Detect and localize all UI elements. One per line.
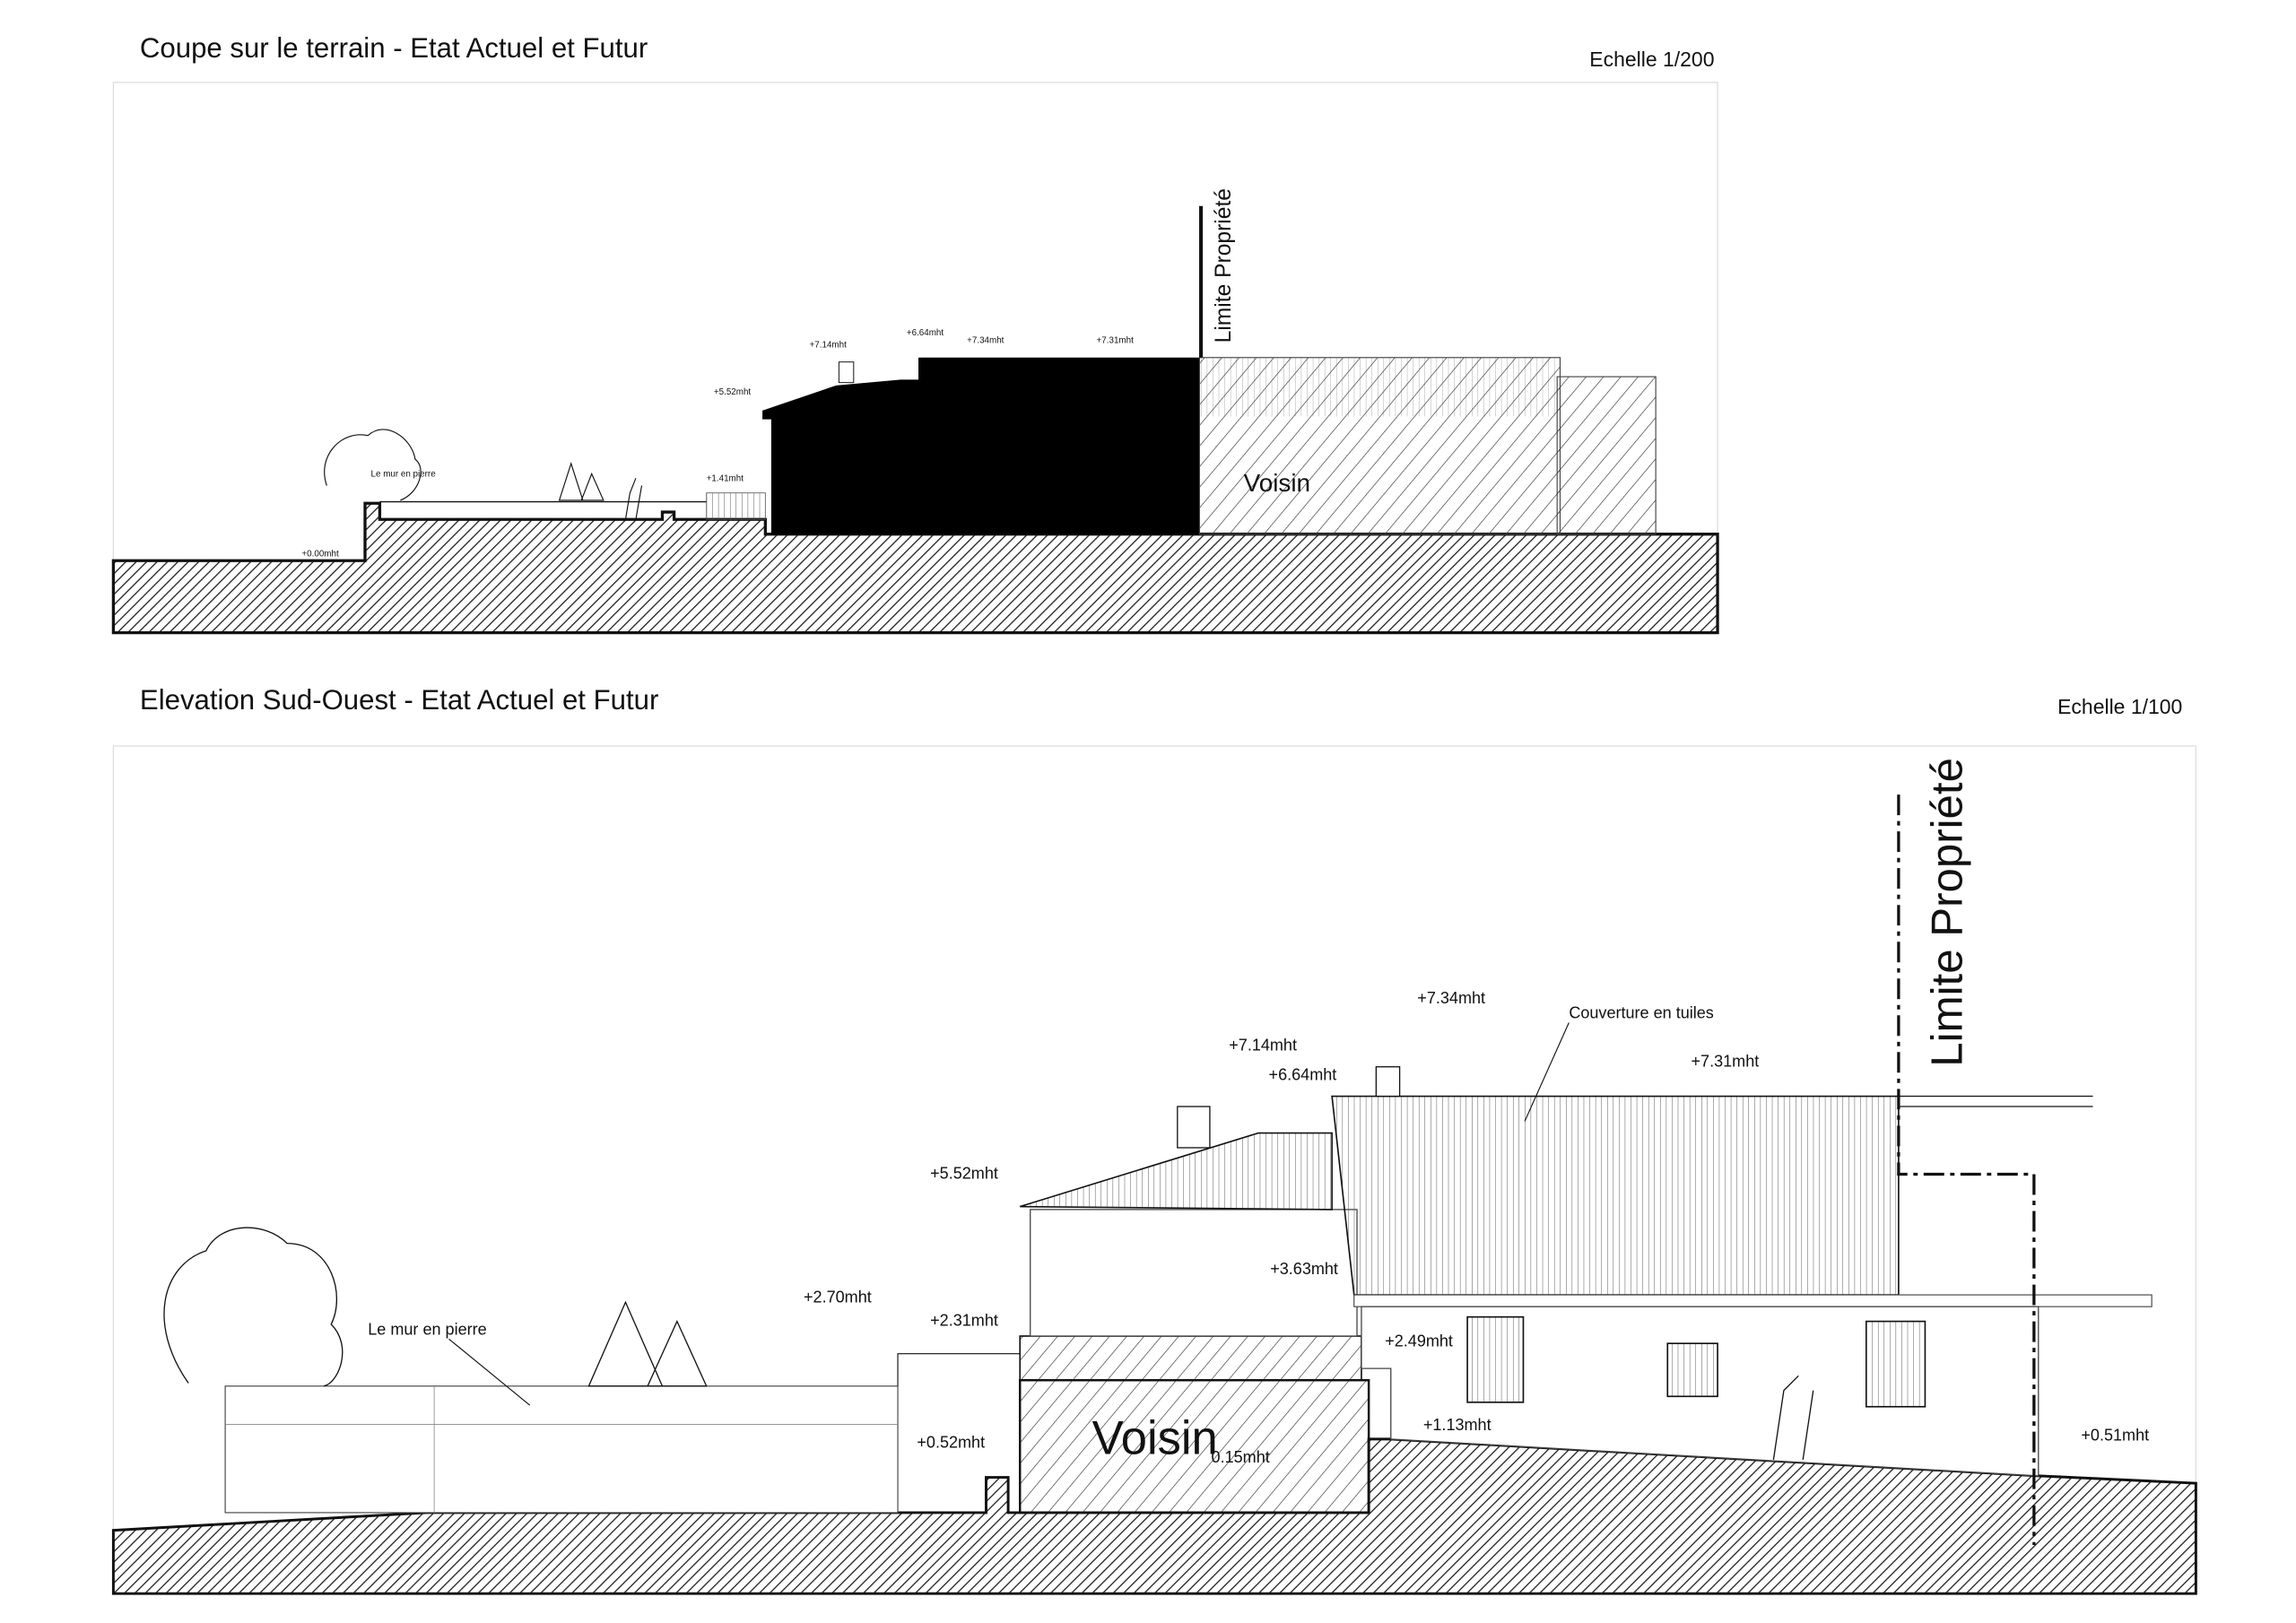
level-1-13: +1.13mht — [1423, 1416, 1492, 1434]
level-1-41: +1.41mht — [707, 474, 744, 484]
neighbor-label: Voisin — [1092, 1411, 1218, 1464]
neighbor-roof — [1199, 357, 1561, 417]
neighbor-roof — [1019, 1335, 1362, 1382]
section2-title: Elevation Sud-Ouest - Etat Actuel et Fut… — [140, 684, 658, 716]
gutter — [1353, 1294, 2152, 1307]
section1-title: Coupe sur le terrain - Etat Actuel et Fu… — [140, 32, 648, 64]
window[interactable] — [1666, 1342, 1718, 1398]
level-labels: +0.00mht +1.41mht +5.52mht +7.14mht +6.6… — [301, 328, 1134, 559]
wall-label: Le mur en pierre — [371, 470, 437, 480]
section-cross-section: Coupe sur le terrain - Etat Actuel et Fu… — [111, 32, 1719, 635]
level-2-31: +2.31mht — [930, 1312, 998, 1330]
level-0-00: +0.00mht — [301, 549, 339, 559]
window[interactable] — [1865, 1320, 1926, 1408]
pine-tree-icon — [587, 1300, 708, 1387]
level-7-31: +7.31mht — [1097, 335, 1135, 345]
level-7-14: +7.14mht — [810, 340, 848, 350]
people-icon — [624, 478, 643, 520]
chimney — [838, 361, 855, 384]
level-0-15: 0.15mht — [1212, 1448, 1270, 1466]
main-roof — [1331, 1095, 1900, 1296]
level-2-70: +2.70mht — [804, 1288, 872, 1306]
level-7-14: +7.14mht — [1229, 1037, 1297, 1055]
neighbor-label: Voisin — [1244, 469, 1310, 497]
terrace-ledge — [897, 1353, 1021, 1386]
level-0-51: +0.51mht — [2081, 1427, 2149, 1445]
level-7-34: +7.34mht — [1417, 989, 1485, 1007]
roof-covering-label: Couverture en tuiles — [1569, 1004, 1714, 1022]
level-3-63: +3.63mht — [1270, 1260, 1338, 1278]
wall-label: Le mur en pierre — [368, 1320, 486, 1338]
level-labels: +7.34mht Couverture en tuiles +7.14mht +… — [368, 989, 2149, 1466]
tree-icon — [324, 429, 422, 501]
level-5-52: +5.52mht — [714, 387, 752, 397]
window[interactable] — [1466, 1315, 1525, 1403]
property-limit-label: Limite Propriété — [1212, 188, 1236, 343]
pine-tree-icon — [558, 462, 604, 501]
building-section — [762, 357, 1200, 534]
level-5-52: +5.52mht — [930, 1164, 998, 1182]
tree-icon — [163, 1227, 344, 1387]
neighbor-annex — [1556, 376, 1657, 535]
people-icon — [1772, 1375, 1814, 1460]
property-limit-line — [1897, 794, 2036, 1546]
level-7-34: +7.34mht — [967, 335, 1004, 345]
property-limit-label: Limite Propriété — [1922, 758, 1971, 1067]
level-0-52: +0.52mht — [917, 1434, 985, 1452]
neighbor-building — [1019, 1379, 1370, 1515]
ground-section — [111, 501, 1719, 635]
stone-wall — [224, 1385, 899, 1514]
level-2-49: +2.49mht — [1385, 1332, 1453, 1350]
section1-scale: Echelle 1/200 — [1589, 48, 1714, 71]
house-wall-left — [1030, 1209, 1358, 1337]
chimney — [1177, 1106, 1211, 1149]
house-roof-left — [1019, 1132, 1333, 1211]
section-elevation: Elevation Sud-Ouest - Etat Actuel et Fut… — [111, 684, 2197, 1595]
level-6-64: +6.64mht — [1269, 1065, 1337, 1083]
section2-scale: Echelle 1/100 — [2057, 695, 2182, 718]
level-7-31: +7.31mht — [1692, 1053, 1760, 1071]
level-6-64: +6.64mht — [907, 328, 944, 338]
chimney — [1375, 1066, 1401, 1098]
fence — [706, 492, 766, 520]
